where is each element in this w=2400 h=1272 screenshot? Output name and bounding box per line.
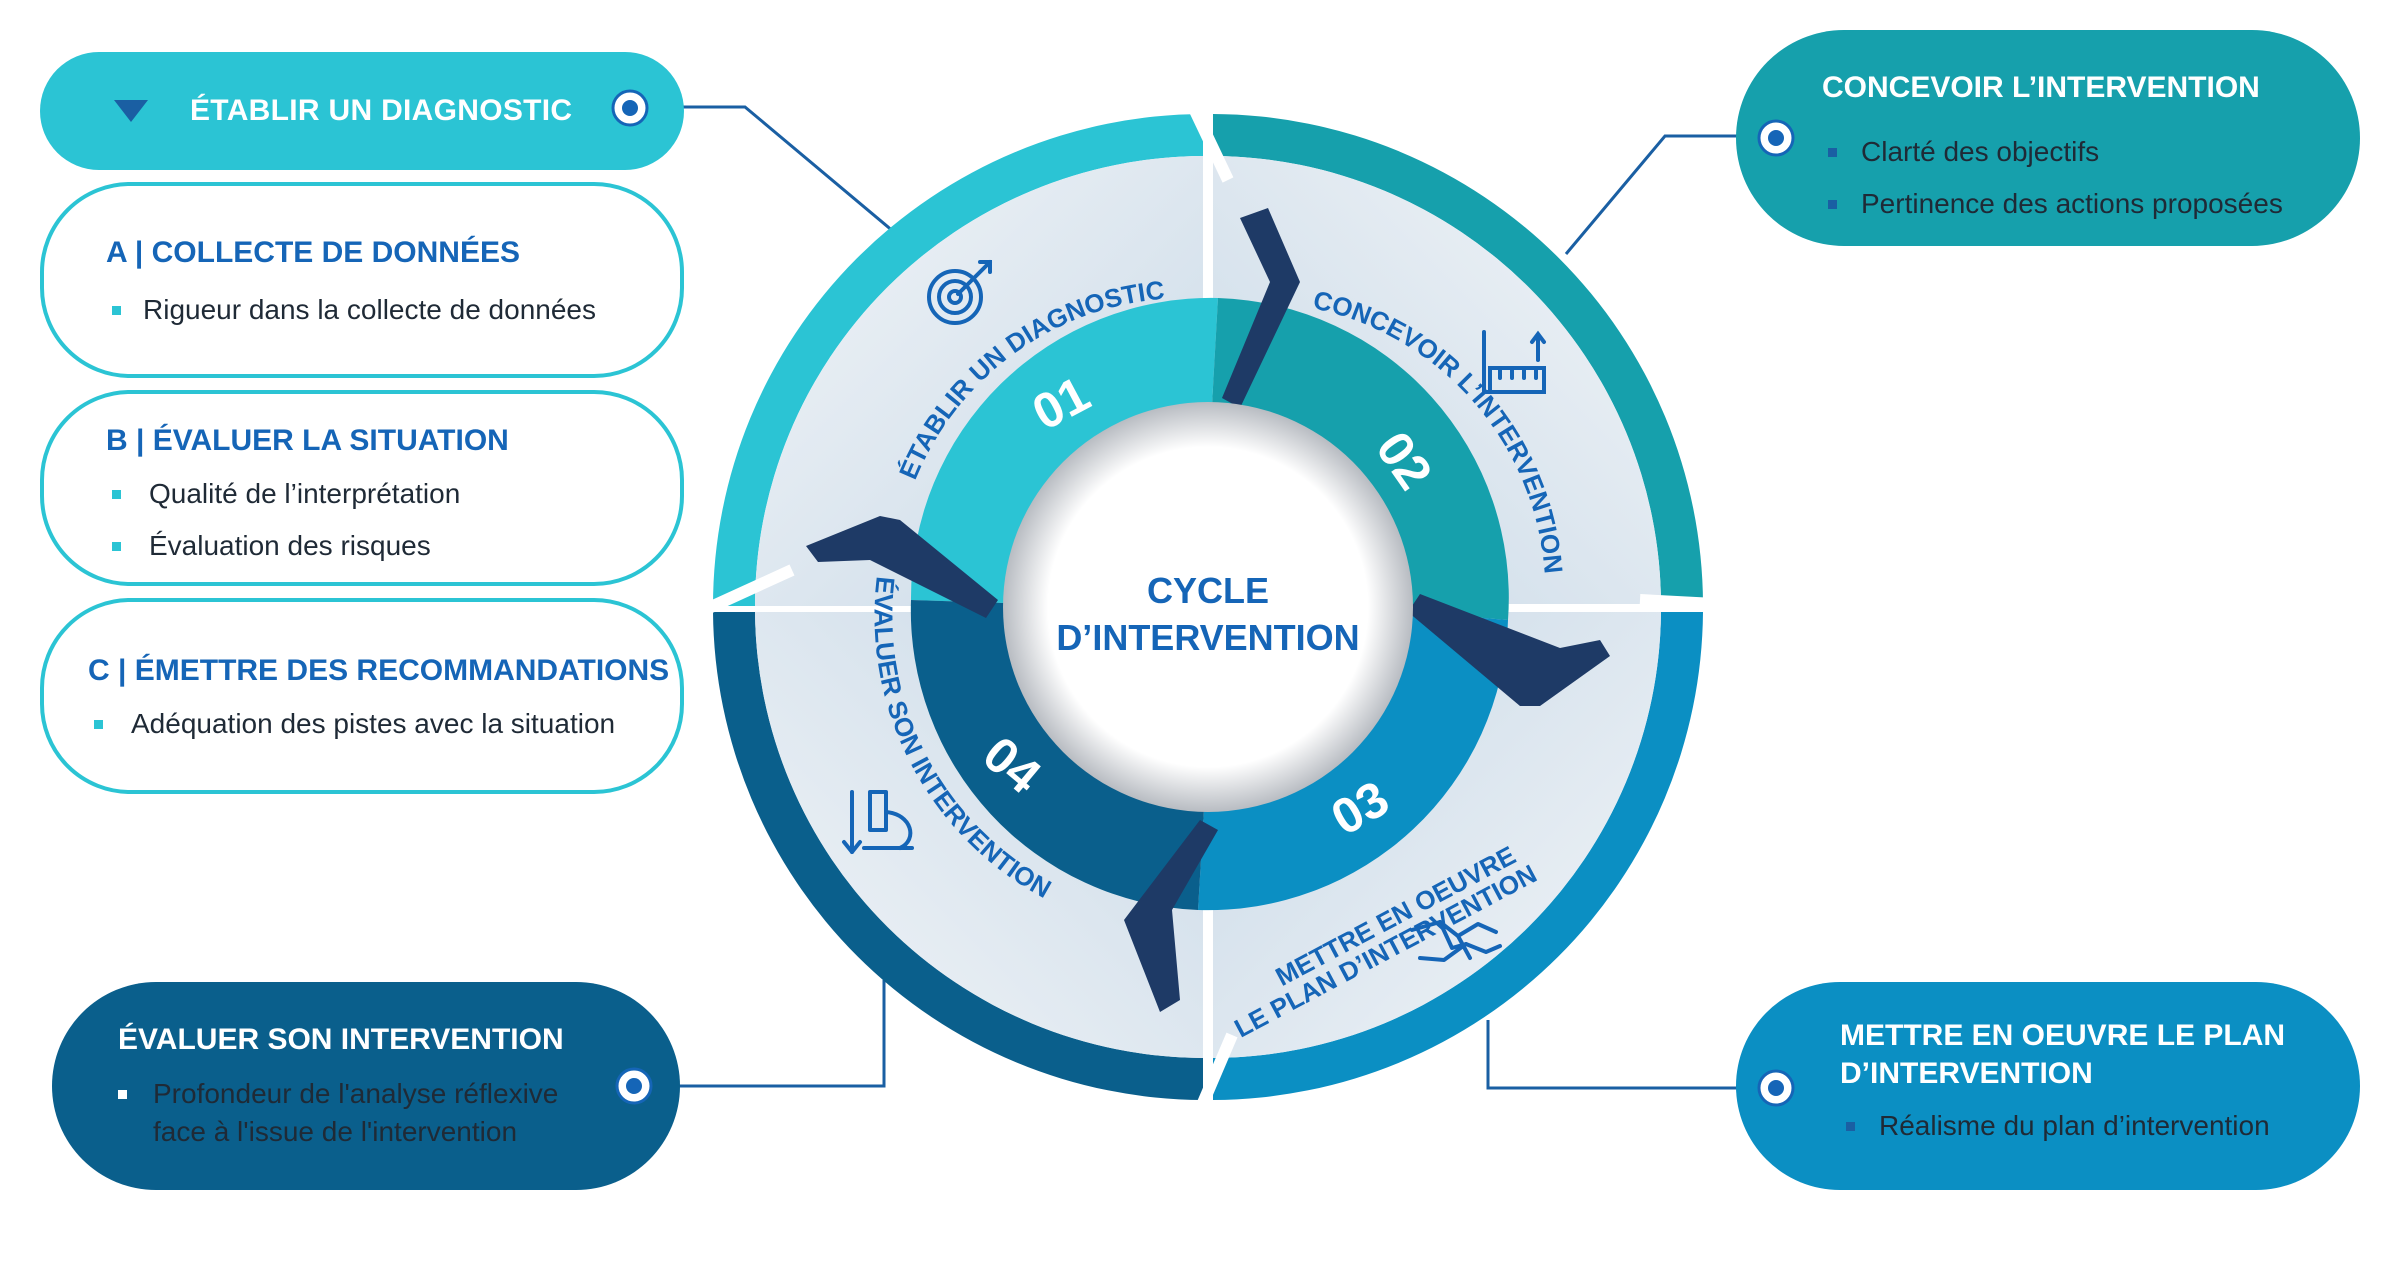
target-dot-icon xyxy=(615,1067,653,1105)
bullet-icon xyxy=(1828,147,1837,157)
rim-q2 xyxy=(1213,114,1703,604)
target-dot-icon xyxy=(1757,119,1795,157)
target-dot-icon xyxy=(611,89,649,127)
center-title-line2: D’INTERVENTION xyxy=(1056,617,1359,658)
concevoir-item-2: Pertinence des actions proposées xyxy=(1828,188,2283,220)
bullet-icon xyxy=(112,305,121,315)
bullet-text: Adéquation des pistes avec la situation xyxy=(131,708,616,739)
handshake-icon xyxy=(1410,920,1502,962)
target-dot-icon xyxy=(1757,1069,1795,1107)
section-b-title: B | ÉVALUER LA SITUATION xyxy=(106,424,509,457)
band-q3 xyxy=(1213,612,1661,1058)
mettre-title-line1: METTRE EN OEUVRE LE PLAN xyxy=(1840,1019,2286,1052)
evaluer-item-line2: face à l'issue de l'intervention xyxy=(153,1116,517,1148)
bullet-text: Clarté des objectifs xyxy=(1861,136,2100,167)
bullet-icon xyxy=(94,719,103,729)
notch-right xyxy=(1408,594,1610,706)
inner-q3 xyxy=(1198,612,1508,911)
section-b-card: B | ÉVALUER LA SITUATION Qualité de l’in… xyxy=(40,390,684,586)
section-a-title: A | COLLECTE DE DONNÉES xyxy=(106,236,520,269)
target-icon xyxy=(927,260,992,325)
rim-q1 xyxy=(713,114,1203,606)
bullet-text: face à l'issue de l'intervention xyxy=(153,1116,518,1147)
notch-bottom xyxy=(1124,820,1218,1012)
notch-left xyxy=(806,516,998,618)
connector-mettre xyxy=(1486,1020,1760,1090)
section-a-item: Rigueur dans la collecte de données xyxy=(112,294,596,326)
bullet-text: Qualité de l’interprétation xyxy=(149,478,461,509)
bullet-text: Rigueur dans la collecte de données xyxy=(143,294,596,325)
concevoir-card: CONCEVOIR L’INTERVENTION Clarté des obje… xyxy=(1736,30,2360,246)
diagnostic-title: ÉTABLIR UN DIAGNOSTIC xyxy=(190,94,573,127)
mettre-card: METTRE EN OEUVRE LE PLAN D’INTERVENTION … xyxy=(1736,982,2360,1190)
bullet-text: Profondeur de l'analyse réflexive xyxy=(153,1078,559,1109)
bullet-icon xyxy=(112,489,121,499)
bullet-text: Évaluation des risques xyxy=(149,530,431,561)
rim-q4 xyxy=(713,612,1203,1100)
section-c-title: C | ÉMETTRE DES RECOMMANDATIONS xyxy=(88,654,670,687)
center-title-line1: CYCLE xyxy=(1147,570,1269,611)
section-b-item-1: Qualité de l’interprétation xyxy=(112,478,460,510)
gap-right xyxy=(1639,594,1716,610)
evaluer-card: ÉVALUER SON INTERVENTION Profondeur de l… xyxy=(52,982,680,1190)
bullet-icon xyxy=(118,1089,127,1099)
bullet-icon xyxy=(112,541,121,551)
gap-left xyxy=(697,564,795,618)
ruler-chart-icon xyxy=(1482,330,1546,394)
segment-gaps xyxy=(697,97,1716,1113)
gap-top xyxy=(1184,97,1234,183)
gap-bottom xyxy=(1194,1032,1238,1113)
bullet-icon xyxy=(1846,1121,1855,1131)
mettre-item: Réalisme du plan d’intervention xyxy=(1846,1110,2270,1142)
rim-q3 xyxy=(1213,612,1703,1100)
inner-q4 xyxy=(910,600,1204,910)
microscope-icon xyxy=(842,790,914,854)
light-band xyxy=(755,156,1661,1058)
bullet-icon xyxy=(1828,199,1837,209)
connector-evaluer xyxy=(656,980,886,1088)
concevoir-item-1: Clarté des objectifs xyxy=(1828,136,2099,168)
outer-ring xyxy=(713,114,1703,1100)
section-c-item: Adéquation des pistes avec la situation xyxy=(94,708,615,740)
section-c-card: C | ÉMETTRE DES RECOMMANDATIONS Adéquati… xyxy=(40,598,684,794)
mettre-title-line2: D’INTERVENTION xyxy=(1840,1057,2093,1090)
connector-concevoir xyxy=(1564,134,1760,255)
bullet-text: Pertinence des actions proposées xyxy=(1861,188,2283,219)
inner-q2 xyxy=(1212,298,1509,620)
band-q2 xyxy=(1213,156,1661,604)
center-circle xyxy=(1003,402,1413,812)
band-q1 xyxy=(755,156,1203,606)
evaluer-item-line1: Profondeur de l'analyse réflexive xyxy=(118,1078,558,1110)
notch-top xyxy=(1222,208,1300,408)
triangle-down-icon xyxy=(114,100,148,122)
concevoir-title: CONCEVOIR L’INTERVENTION xyxy=(1822,71,2260,104)
inner-ring xyxy=(910,297,1509,911)
evaluer-title: ÉVALUER SON INTERVENTION xyxy=(118,1023,564,1056)
section-b-item-2: Évaluation des risques xyxy=(112,530,431,562)
diagnostic-header-pill: ÉTABLIR UN DIAGNOSTIC xyxy=(40,52,684,170)
band-q4 xyxy=(755,612,1203,1058)
section-a-card: A | COLLECTE DE DONNÉES Rigueur dans la … xyxy=(40,182,684,378)
zigzag-notches xyxy=(806,208,1610,1012)
bullet-text: Réalisme du plan d’intervention xyxy=(1879,1110,2270,1141)
inner-q1 xyxy=(910,297,1218,603)
